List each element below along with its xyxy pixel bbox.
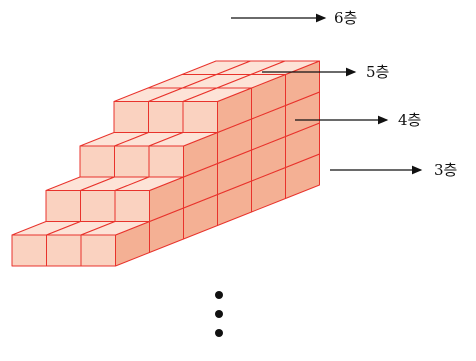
continuation-dot [215,329,223,337]
layer-3-annotation: 3층 [330,161,457,179]
cube-top-face [182,87,252,102]
cube-front-face [80,190,116,222]
layer-5-label: 5층 [366,63,389,81]
cube-front-face [79,145,115,178]
layer-5-annotation: 5층 [262,63,389,81]
cube-front-face [148,145,184,178]
continuation-dot [215,310,223,318]
continuation-dots [215,291,223,337]
layer-3-label: 3층 [434,161,457,179]
layer-6-annotation: 6층 [231,9,357,27]
cube-front-face [114,190,150,222]
layer-4-label: 4층 [398,111,421,129]
layer-6-label: 6층 [334,9,357,27]
cube-front-face [113,101,149,133]
cube-front-face [148,101,184,133]
cube-front-face [114,145,150,178]
cube-staircase [11,60,320,267]
cube-top-face [114,176,184,191]
cube-front-face [45,190,81,222]
cube-front-face [182,101,218,133]
layer-4-annotation: 4층 [295,111,421,129]
cube-front-face [46,234,82,267]
cube-front-face [11,234,47,267]
continuation-dot [215,291,223,299]
cube-front-face [80,234,116,267]
cube-top-face [80,221,150,236]
cube-top-face [148,132,218,147]
